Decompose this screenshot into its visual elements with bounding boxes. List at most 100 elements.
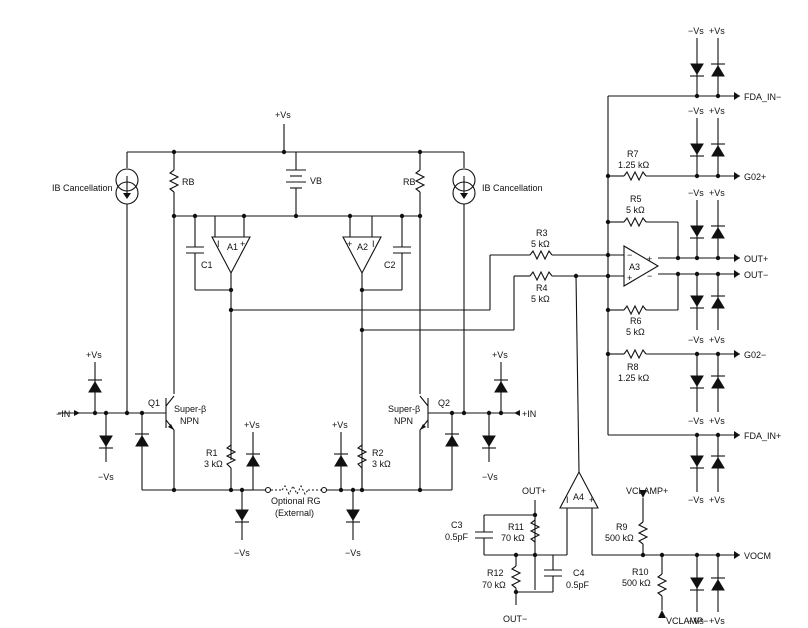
in-plus-minusvs: −Vs — [482, 472, 498, 482]
fda-in-plus-plusvs: +Vs — [709, 495, 725, 505]
r4-label: R4 — [536, 283, 548, 293]
vclamp-minus-label: VCLAMP− — [666, 616, 708, 626]
vb-battery: VB — [286, 152, 322, 219]
r10-value: 500 kΩ — [622, 578, 651, 588]
q1-type-line2: NPN — [180, 416, 199, 426]
vocm-network: VCLAMP+ R9 500 kΩ VCLAMP− R10 500 kΩ −Vs… — [605, 486, 725, 626]
pin-g02-minus[interactable]: G02− — [744, 350, 766, 360]
output-sense-network: OUT+ R11 70 kΩ C3 0.5pF R12 70 kΩ C4 0.5… — [445, 486, 590, 624]
r9-value: 500 kΩ — [605, 533, 634, 543]
r1-resistor: R1 3 kΩ — [204, 444, 237, 490]
q1-type-line1: Super-β — [174, 404, 206, 414]
out-plus-plusvs: +Vs — [709, 188, 725, 198]
c3-value: 0.5pF — [445, 532, 469, 542]
ib-cancellation-left: IB Cancellation — [52, 152, 139, 413]
output-pins: FDA_IN− G02+ OUT+ OUT− G02− FDA_IN+ VOCM — [734, 92, 781, 561]
fda-in-minus-minusvs: −Vs — [688, 26, 704, 36]
g02-plus-plusvs: +Vs — [709, 106, 725, 116]
ib-cancellation-right-label: IB Cancellation — [482, 183, 543, 193]
pin-out-plus[interactable]: OUT+ — [744, 254, 768, 264]
out-plus-minusvs: −Vs — [688, 188, 704, 198]
svg-text:+: + — [627, 273, 632, 283]
rb-left-label: RB — [182, 177, 195, 187]
a1-a2-wiring — [174, 213, 420, 237]
amp-a1: I + A1 — [211, 236, 251, 460]
c4-label: C4 — [573, 568, 585, 578]
g02-minus-minusvs: −Vs — [688, 416, 704, 426]
rg-external-label: (External) — [275, 508, 314, 518]
r5-resistor: R5 5 kΩ — [608, 194, 681, 261]
q1-transistor: Q1 Super-β NPN — [142, 395, 206, 490]
r7-value: 1.25 kΩ — [618, 160, 650, 170]
pin-fda-in-minus[interactable]: FDA_IN− — [744, 92, 781, 102]
svg-text:−: − — [627, 250, 632, 260]
svg-text:I: I — [217, 239, 220, 249]
r7-label: R7 — [627, 149, 639, 159]
rg-right-plusvs: +Vs — [332, 420, 348, 430]
r9-label: R9 — [616, 522, 628, 532]
pin-vocm[interactable]: VOCM — [744, 551, 771, 561]
c3-label: C3 — [451, 520, 463, 530]
q2-label: Q2 — [438, 398, 450, 408]
rg-left-minusvs: −Vs — [234, 548, 250, 558]
svg-text:+: + — [240, 239, 245, 249]
r12-value: 70 kΩ — [482, 580, 506, 590]
c4-value: 0.5pF — [566, 580, 590, 590]
right-input-network: +IN +Vs −Vs — [428, 350, 536, 490]
svg-text:I: I — [566, 495, 569, 505]
r5-value: 5 kΩ — [626, 205, 645, 215]
r4-value: 5 kΩ — [531, 294, 550, 304]
r6-label: R6 — [630, 316, 642, 326]
r12-label: R12 — [487, 568, 504, 578]
top-supply-rail: +Vs — [127, 110, 464, 155]
g02-minus-plusvs: +Vs — [709, 416, 725, 426]
in-minus-minusvs: −Vs — [98, 472, 114, 482]
vb-label: VB — [310, 176, 322, 186]
in-minus-plusvs: +Vs — [86, 350, 102, 360]
left-input-network: −IN +Vs −Vs — [56, 350, 166, 490]
sense-out-minus-label: OUT− — [503, 614, 527, 624]
r6-value: 5 kΩ — [626, 327, 645, 337]
a4-label: A4 — [573, 492, 584, 502]
a1-a2-to-a3-wiring — [231, 254, 530, 331]
r1-value: 3 kΩ — [204, 459, 223, 469]
c2-capacitor: C2 — [362, 213, 411, 291]
amp-a4: I + A4 — [535, 275, 740, 558]
r8-label: R8 — [627, 362, 639, 372]
rb-right-label: RB — [403, 177, 416, 187]
rg-left-plusvs: +Vs — [244, 420, 260, 430]
fda-in-minus-plusvs: +Vs — [709, 26, 725, 36]
c1-capacitor: C1 — [186, 213, 231, 291]
r2-resistor: R2 3 kΩ — [356, 444, 391, 490]
r3-resistor: R3 5 kΩ — [529, 228, 624, 261]
vocm-plusvs: +Vs — [709, 616, 725, 626]
r3-value: 5 kΩ — [531, 239, 550, 249]
out-minus-plusvs: +Vs — [709, 335, 725, 345]
pin-fda-in-plus[interactable]: FDA_IN+ — [744, 431, 781, 441]
r5-label: R5 — [630, 194, 642, 204]
rg-right-diodes: +Vs −Vs — [332, 420, 361, 558]
out-minus-minusvs: −Vs — [688, 335, 704, 345]
sense-out-plus-label: OUT+ — [522, 486, 546, 496]
r8-value: 1.25 kΩ — [618, 373, 650, 383]
rg-left-diodes: +Vs −Vs — [234, 420, 260, 558]
bottom-gain-rail — [142, 487, 452, 493]
r1-label: R1 — [206, 448, 218, 458]
svg-text:−: − — [647, 271, 652, 281]
svg-text:+: + — [647, 254, 652, 264]
vs-top-label: +Vs — [275, 110, 291, 120]
rg-label: Optional RG — [271, 496, 321, 506]
r4-resistor: R4 5 kΩ — [529, 270, 624, 304]
q2-transistor: Q2 Super-β NPN — [388, 395, 452, 490]
a1-label: A1 — [227, 242, 238, 252]
svg-text:+: + — [589, 495, 594, 505]
amp-a3: − + + − A3 — [623, 245, 740, 287]
optional-rg[interactable]: Optional RG (External) — [264, 484, 328, 518]
rb-left-resistor: RB — [168, 152, 195, 394]
output-clamp-diodes: −Vs +Vs −Vs +Vs −Vs +Vs −Vs +Vs — [688, 26, 725, 505]
q1-label: Q1 — [148, 398, 160, 408]
pin-g02-plus[interactable]: G02+ — [744, 172, 766, 182]
pin-out-minus[interactable]: OUT− — [744, 270, 768, 280]
rg-right-minusvs: −Vs — [345, 548, 361, 558]
